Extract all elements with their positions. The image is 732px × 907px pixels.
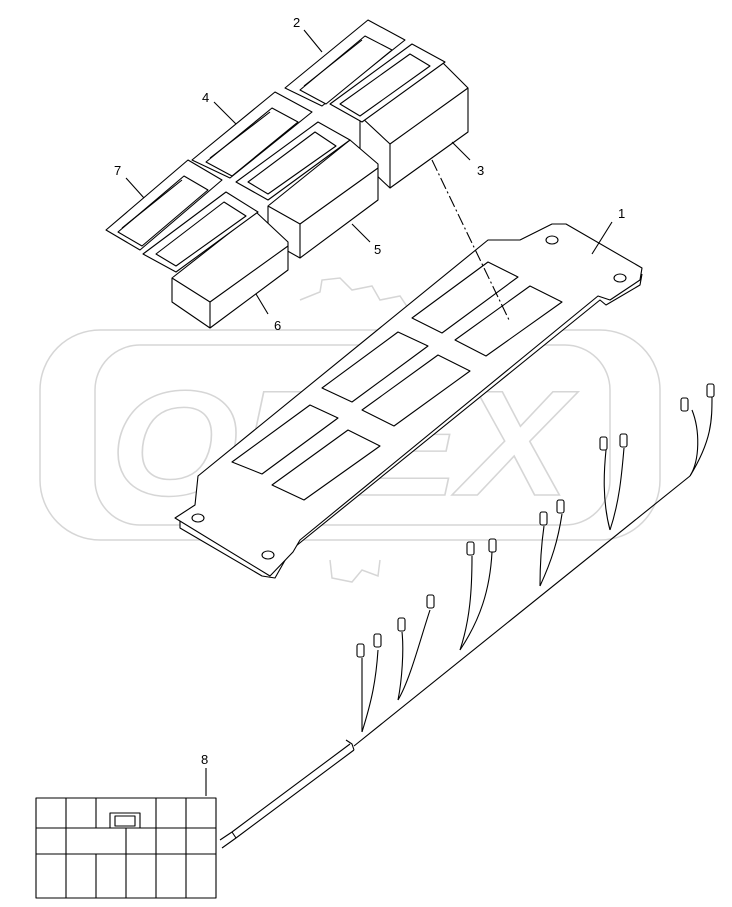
callout-3: 3 [477, 163, 484, 178]
terminal-connector [599, 436, 608, 451]
bracket-hole [545, 235, 559, 245]
rocker-switch-2 [284, 19, 406, 107]
terminal-connector [426, 594, 435, 609]
terminal-connector [680, 397, 689, 412]
rocker-switch-7 [105, 159, 223, 251]
terminal-connector [397, 617, 406, 632]
rocker-switch-4 [191, 91, 313, 179]
callout-2: 2 [293, 15, 300, 30]
callout-6: 6 [274, 318, 281, 333]
terminal-connector [373, 633, 382, 648]
rocker-switch-6 [142, 191, 289, 329]
callout-8: 8 [201, 752, 208, 767]
bracket-hole [261, 550, 275, 560]
terminal-connector [539, 511, 548, 526]
terminal-connector [706, 383, 715, 398]
terminal-connectors [356, 383, 715, 658]
callout-1: 1 [618, 206, 625, 221]
terminal-connector [488, 538, 497, 553]
rocker-switch-5 [235, 121, 379, 259]
bracket-panel [174, 223, 643, 579]
leader-lines [125, 29, 613, 796]
terminal-connector [356, 643, 365, 658]
bracket-hole [191, 513, 205, 523]
bracket-cutouts [231, 261, 563, 501]
callout-labels: 1 2 3 4 5 6 7 8 [114, 15, 625, 767]
wiring-harness [219, 395, 713, 849]
terminal-connector [556, 499, 565, 514]
callout-4: 4 [202, 90, 209, 105]
main-connector [35, 797, 217, 899]
bracket-hole [613, 273, 627, 283]
alignment-line [431, 159, 511, 323]
callout-7: 7 [114, 163, 121, 178]
terminal-connector [466, 541, 475, 556]
callout-5: 5 [374, 242, 381, 257]
terminal-connector [619, 433, 628, 448]
